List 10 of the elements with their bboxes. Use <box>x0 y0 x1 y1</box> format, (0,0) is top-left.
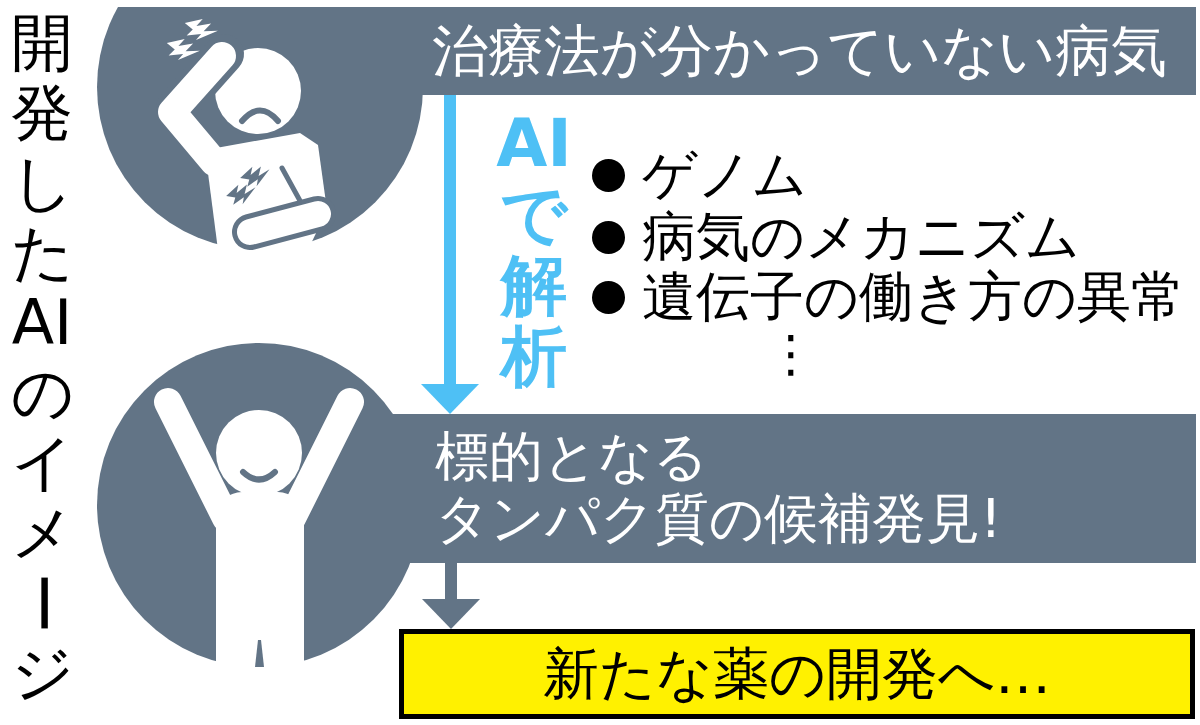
list-item: ゲノム <box>642 146 807 204</box>
banner: 治療法が分かっていない病気 <box>423 7 1196 95</box>
arrow <box>422 563 480 629</box>
arrow <box>421 95 479 414</box>
banner: 標的となるタンパク質の候補発見! <box>421 414 1196 563</box>
list-item: 病気のメカニズム <box>642 208 1080 266</box>
list-item: 遺伝子の働き方の異常 <box>642 268 1185 326</box>
highlight-box: 新たな薬の開発へ… <box>399 629 1195 719</box>
vertical-ellipsis: ⋮ <box>766 326 816 382</box>
title: 開発したAIのイメージ <box>6 8 78 708</box>
